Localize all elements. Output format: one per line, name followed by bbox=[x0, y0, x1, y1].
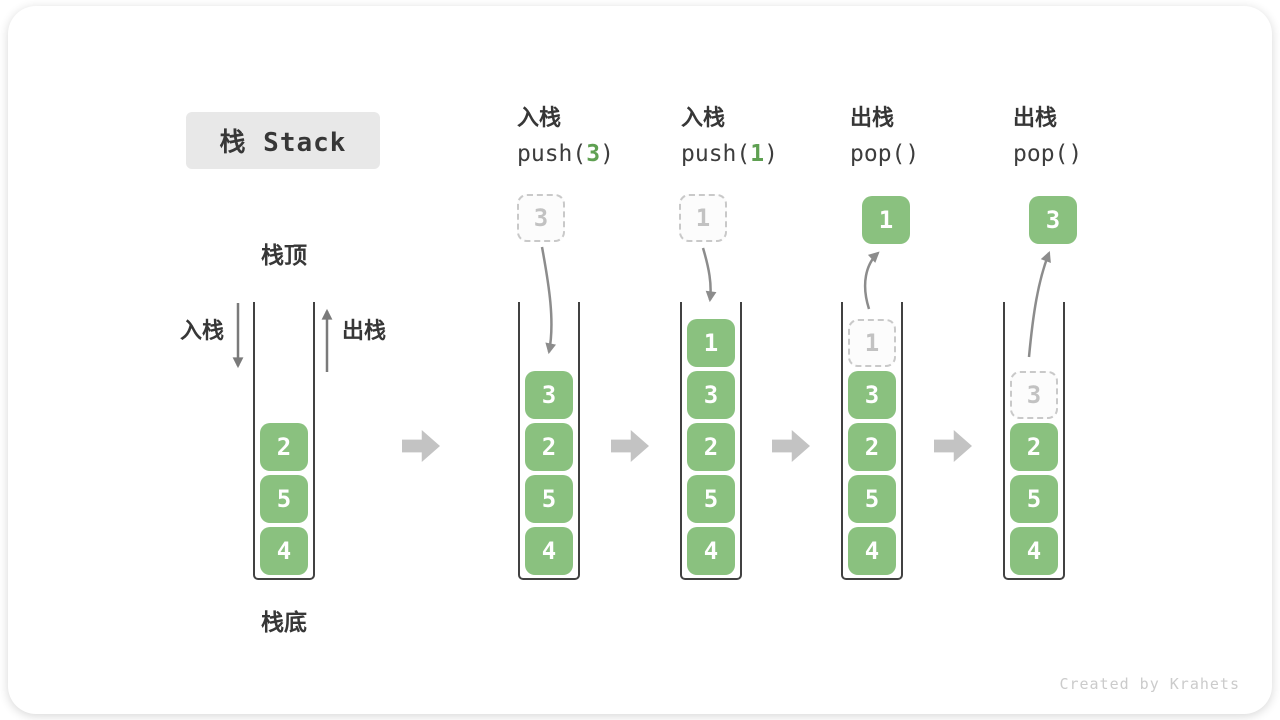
stack-item: 5 bbox=[525, 475, 573, 523]
op-label-pop-3: 出栈 pop() bbox=[1013, 107, 1082, 166]
stack-container-initial bbox=[253, 302, 315, 580]
stack-item: 1 bbox=[687, 319, 735, 367]
credit-text: Created by Krahets bbox=[1059, 675, 1240, 693]
op-label-cn: 出栈 bbox=[850, 105, 895, 130]
stack-item-ghost: 3 bbox=[1010, 371, 1058, 419]
stack-item: 4 bbox=[260, 527, 308, 575]
op-label-push-3: 入栈 push(3) bbox=[517, 107, 614, 166]
title-box: 栈 Stack bbox=[186, 112, 380, 169]
stack-item: 5 bbox=[1010, 475, 1058, 523]
stack-bottom-label: 栈底 bbox=[261, 609, 307, 635]
stack-item: 4 bbox=[525, 527, 573, 575]
popped-item: 1 bbox=[862, 196, 910, 244]
stack-item: 4 bbox=[848, 527, 896, 575]
op-label-code: push(1) bbox=[681, 143, 778, 166]
stack-top-label: 栈顶 bbox=[261, 242, 307, 268]
code-argument: 3 bbox=[586, 141, 601, 167]
push-side-label: 入栈 bbox=[180, 318, 225, 343]
pending-push-item: 1 bbox=[679, 194, 727, 242]
code-text: pop() bbox=[850, 141, 920, 167]
pending-push-item: 3 bbox=[517, 194, 565, 242]
op-label-code: pop() bbox=[850, 143, 919, 166]
op-label-push-1: 入栈 push(1) bbox=[681, 107, 778, 166]
stack-item: 2 bbox=[848, 423, 896, 471]
op-label-cn: 出栈 bbox=[1013, 105, 1058, 130]
op-label-pop-1: 出栈 pop() bbox=[850, 107, 919, 166]
stack-item: 2 bbox=[525, 423, 573, 471]
code-text: pop() bbox=[1013, 141, 1083, 167]
stack-item: 2 bbox=[1010, 423, 1058, 471]
op-label-code: push(3) bbox=[517, 143, 614, 166]
stack-item: 4 bbox=[687, 527, 735, 575]
popped-item: 3 bbox=[1029, 196, 1077, 244]
stack-item: 3 bbox=[687, 371, 735, 419]
op-label-cn: 入栈 bbox=[681, 105, 726, 130]
stack-container-pop-3 bbox=[1003, 302, 1065, 580]
stack-item: 5 bbox=[848, 475, 896, 523]
code-argument: 1 bbox=[750, 141, 765, 167]
page-title: 栈 Stack bbox=[219, 128, 347, 158]
code-text: push( bbox=[681, 141, 751, 167]
op-label-cn: 入栈 bbox=[517, 105, 562, 130]
stack-container-push-1 bbox=[680, 302, 742, 580]
stack-item: 4 bbox=[1010, 527, 1058, 575]
op-label-code: pop() bbox=[1013, 143, 1082, 166]
stack-container-push-3 bbox=[518, 302, 580, 580]
stack-container-pop-1 bbox=[841, 302, 903, 580]
code-text: ) bbox=[764, 141, 778, 167]
stack-item: 5 bbox=[260, 475, 308, 523]
stack-item: 3 bbox=[525, 371, 573, 419]
stack-item-ghost: 1 bbox=[848, 319, 896, 367]
stack-item: 2 bbox=[687, 423, 735, 471]
stack-item: 2 bbox=[260, 423, 308, 471]
pop-side-label: 出栈 bbox=[342, 318, 387, 343]
stack-item: 3 bbox=[848, 371, 896, 419]
code-text: push( bbox=[517, 141, 587, 167]
stack-item: 5 bbox=[687, 475, 735, 523]
code-text: ) bbox=[600, 141, 614, 167]
